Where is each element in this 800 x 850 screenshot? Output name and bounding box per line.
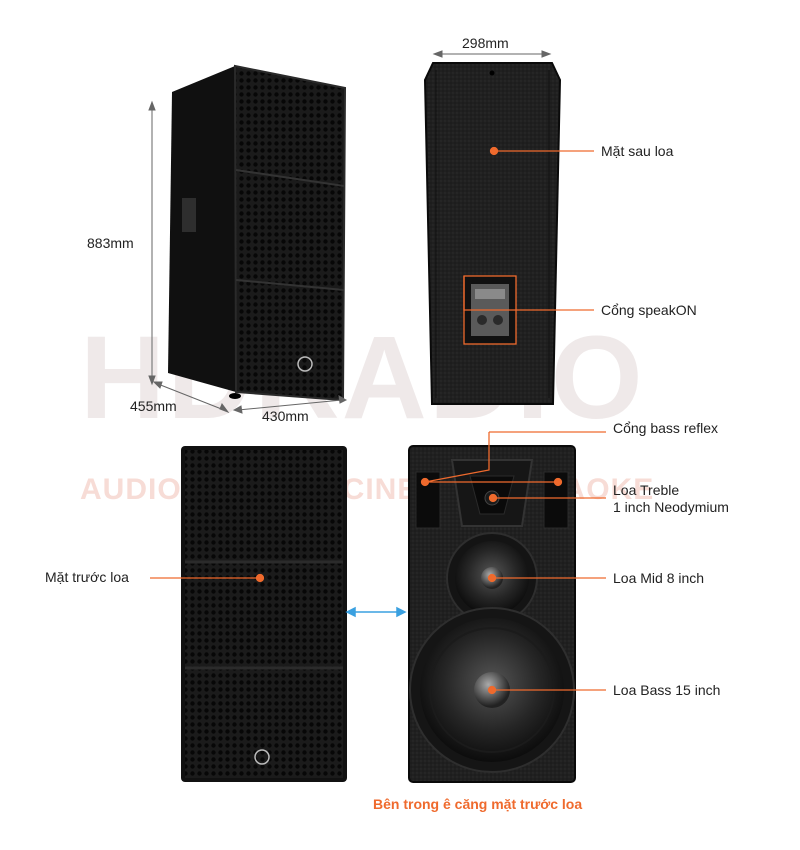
rear-panel-label: Mặt sau loa — [601, 143, 674, 159]
bass-reflex-label: Cổng bass reflex — [613, 420, 719, 436]
width-dimension-label: 430mm — [262, 408, 309, 424]
treble-label: Loa Treble — [613, 482, 680, 498]
front-panel-label: Mặt trước loa — [45, 569, 129, 585]
dimension-lines-angled — [148, 100, 348, 414]
speaker-front-grille-view — [181, 446, 347, 782]
dimension-line-rear-width — [432, 50, 552, 58]
callout-lines — [150, 146, 606, 695]
bass-driver-label: Loa Bass 15 inch — [613, 682, 721, 698]
height-dimension-label: 883mm — [87, 235, 134, 251]
speaker-angled-view — [168, 64, 347, 402]
depth-dimension-label: 455mm — [130, 398, 177, 414]
treble-detail-label: 1 inch Neodymium — [613, 499, 729, 515]
caption: Bên trong ê căng mặt trước loa — [373, 796, 583, 812]
double-arrow-icon — [345, 606, 407, 618]
speakon-port-label: Cổng speakON — [601, 302, 697, 318]
speaker-rear-view — [423, 62, 562, 405]
rear-width-dimension-label: 298mm — [462, 35, 509, 51]
speaker-front-open-view — [408, 445, 576, 783]
mid-driver-label: Loa Mid 8 inch — [613, 570, 705, 586]
